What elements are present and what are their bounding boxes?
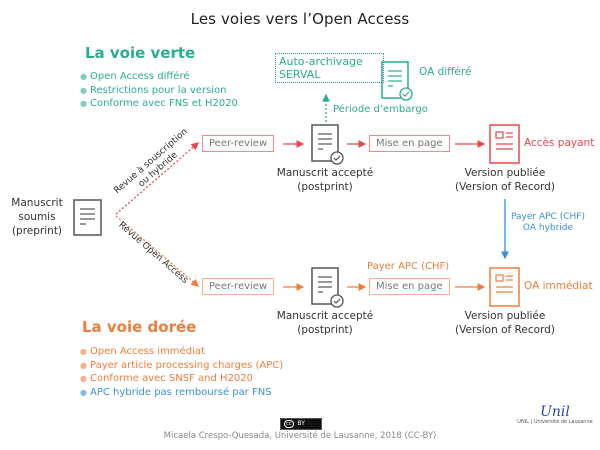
published-label-bottom: Version publiée (Version of Record)	[455, 310, 555, 336]
green-route-heading: La voie verte	[85, 44, 196, 62]
gold-bullet-note: ●APC hybride pas remboursé par FNS	[80, 386, 272, 398]
postprint-label-bottom: Manuscrit accepté (postprint)	[276, 310, 374, 336]
immediate-oa-outcome: OA immédiat	[524, 280, 593, 292]
gold-bullet-3: ●Conforme avec SNSF and H2020	[80, 373, 254, 384]
gold-bullet-1: ●Open Access immédiat	[80, 346, 205, 357]
bullet-icon: ●	[80, 99, 87, 108]
gold-route-bullets: ●Open Access immédiat ●Payer article pro…	[80, 345, 283, 399]
postprint-document-icon-bottom	[311, 267, 344, 308]
bullet-icon: ●	[80, 387, 87, 397]
layout-box-bottom: Mise en page	[369, 278, 450, 295]
branch-arrow-open-access	[115, 215, 199, 287]
bullet-icon: ●	[80, 374, 87, 383]
unil-logo-script: Unil	[540, 404, 570, 420]
bullet-icon: ●	[80, 360, 87, 370]
bullet-icon: ●	[80, 85, 87, 95]
apc-label: Payer APC (CHF)	[367, 261, 450, 272]
self-archiving-box: Auto-archivage SERVAL	[275, 53, 384, 83]
cc-icon: cc	[284, 420, 294, 428]
embargo-label: Période d’embargo	[333, 104, 428, 115]
unil-logo-caption: UNIL | Université de Lausanne	[517, 419, 593, 425]
preprint-label: Manuscrit soumis (preprint)	[11, 197, 63, 237]
hybrid-label: Payer APC (CHF) OA hybride	[511, 212, 585, 233]
peer-review-box-bottom: Peer-review	[202, 278, 275, 295]
deferred-oa-outcome: OA différé	[419, 66, 472, 78]
cc-by-license-badge: cc BY	[280, 418, 322, 430]
published-oa-document-icon	[489, 267, 520, 307]
green-bullet-1: ●Open Access différé	[80, 71, 190, 82]
postprint-document-icon-top	[311, 124, 344, 165]
gold-bullet-2: ●Payer article processing charges (APC)	[80, 359, 284, 371]
published-paywall-document-icon	[489, 124, 520, 164]
footer-credit: Micaela Crespo-Quesada, Université de La…	[163, 431, 437, 441]
bullet-icon: ●	[80, 72, 87, 81]
green-bullet-2: ●Restrictions pour la version	[80, 84, 227, 96]
postprint-label-top: Manuscrit accepté (postprint)	[276, 167, 374, 193]
diagram-title: Les voies vers l’Open Access	[190, 10, 410, 28]
bullet-icon: ●	[80, 347, 87, 356]
unil-logo: Unil UNIL | Université de Lausanne	[515, 405, 595, 425]
preprint-document-icon	[73, 199, 102, 236]
green-route-bullets: ●Open Access différé ●Restrictions pour …	[80, 70, 238, 111]
deferred-oa-document-icon	[381, 61, 413, 101]
published-label-top: Version publiée (Version of Record)	[455, 167, 555, 193]
green-bullet-3: ●Conforme avec FNS et H2020	[80, 98, 238, 109]
gold-route-heading: La voie dorée	[82, 318, 197, 336]
peer-review-box-top: Peer-review	[202, 135, 275, 152]
paywall-outcome: Accès payant	[524, 137, 595, 149]
layout-box-top: Mise en page	[369, 135, 450, 152]
